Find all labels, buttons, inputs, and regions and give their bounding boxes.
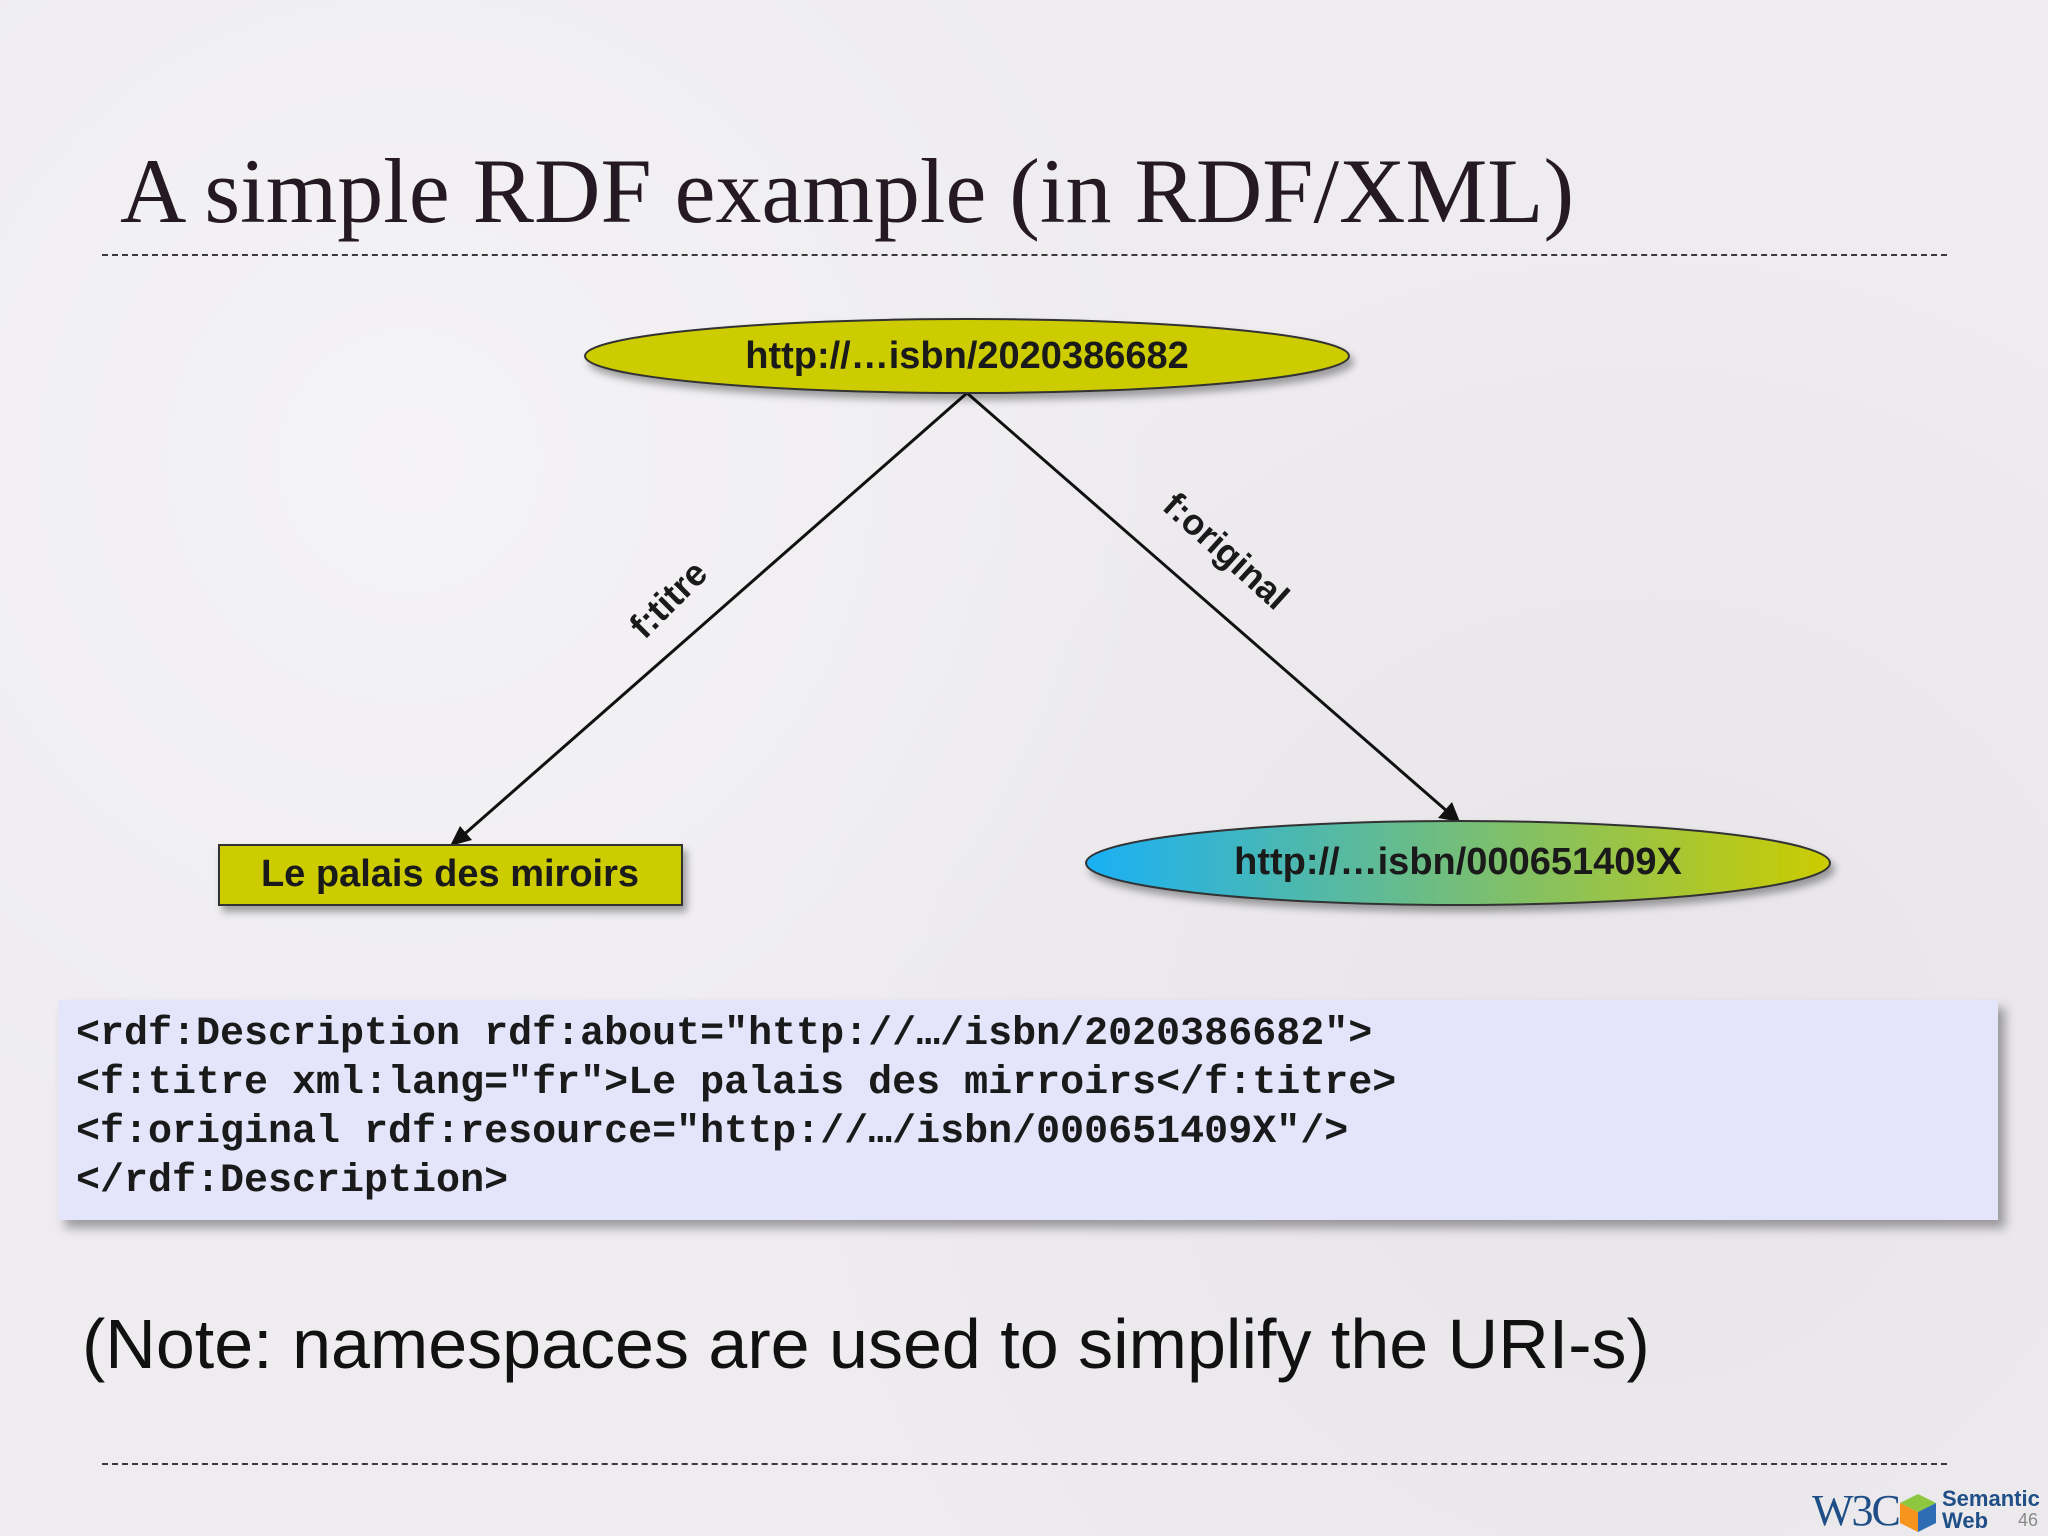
slide-title: A simple RDF example (in RDF/XML) — [120, 140, 1575, 242]
object-node-label: http://…isbn/000651409X — [1234, 841, 1682, 883]
edge-original — [966, 391, 1460, 822]
web-label: Web — [1942, 1508, 1989, 1533]
literal-node-box — [218, 844, 683, 906]
edge-original-arrowhead — [1438, 802, 1460, 822]
w3c-semantic-web-logo: W3C Semantic Web — [1812, 1486, 2048, 1536]
rdf-xml-code-box: <rdf:Description rdf:about="http://…/isb… — [58, 1000, 1998, 1220]
semantic-web-text: Semantic Web — [1942, 1488, 2040, 1532]
edge-original-line — [966, 391, 1449, 814]
title-divider — [102, 254, 1947, 256]
page-number: 46 — [2018, 1510, 2039, 1530]
edge-titre-line — [459, 391, 968, 840]
namespace-note: (Note: namespaces are used to simplify t… — [82, 1305, 1650, 1383]
edge-titre — [450, 391, 968, 846]
semantic-label: Semantic — [1942, 1486, 2040, 1511]
literal-node: Le palais des miroirs — [218, 844, 683, 906]
footer-divider — [102, 1463, 1947, 1465]
rdf-graph-diagram: f:titre f:original http://…isbn/20203866… — [218, 318, 1831, 906]
semantic-web-cube-icon — [1900, 1494, 1936, 1532]
edge-titre-arrowhead — [450, 826, 472, 846]
w3c-logo-text: W3C — [1812, 1486, 1901, 1535]
object-node-ellipse — [1085, 820, 1831, 906]
code-line: <rdf:Description rdf:about="http://…/isb… — [76, 1012, 1373, 1057]
code-line: <f:original rdf:resource="http://…/isbn/… — [76, 1110, 1349, 1155]
object-node: http://…isbn/000651409X — [1085, 820, 1831, 906]
code-line: </rdf:Description> — [76, 1159, 509, 1204]
subject-node-ellipse — [584, 318, 1350, 394]
edge-label-titre: f:titre — [621, 552, 715, 646]
edge-label-original: f:original — [1155, 484, 1297, 618]
code-line: <f:titre xml:lang="fr">Le palais des mir… — [76, 1061, 1397, 1106]
subject-node-label: http://…isbn/2020386682 — [745, 335, 1189, 377]
literal-node-label: Le palais des miroirs — [261, 853, 639, 895]
subject-node: http://…isbn/2020386682 — [584, 318, 1350, 394]
